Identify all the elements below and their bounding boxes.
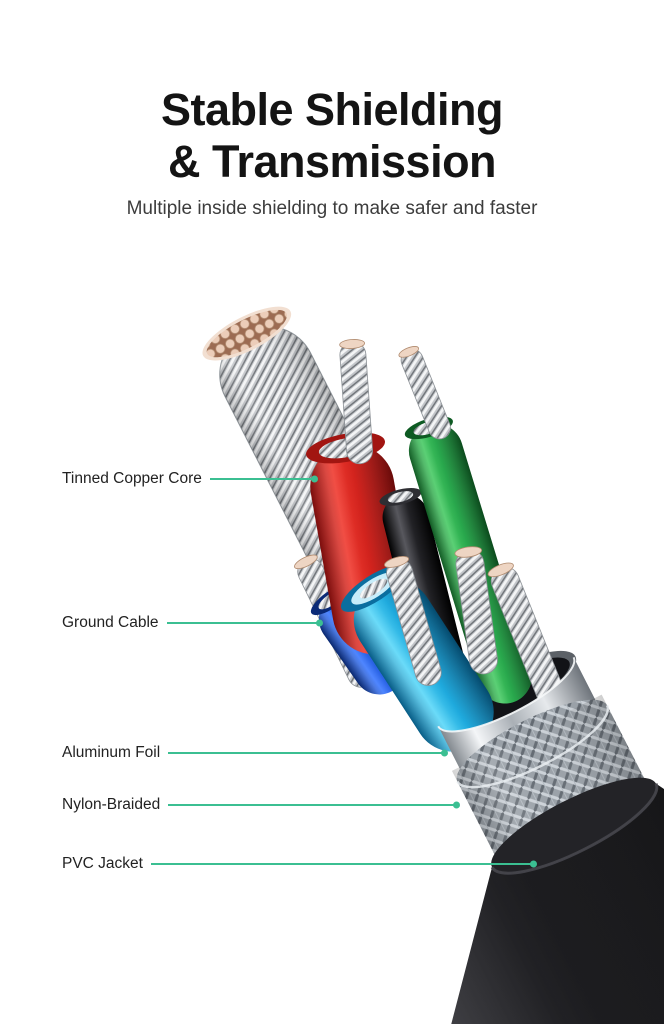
callout-ground-cable: Ground Cable [62, 614, 323, 632]
callout-label: Aluminum Foil [62, 744, 161, 761]
callout-label: Tinned Copper Core [62, 470, 202, 487]
leader-dot [529, 860, 537, 868]
leader-dot [315, 619, 323, 627]
callout-tinned-copper-core: Tinned Copper Core [62, 470, 318, 488]
title-line-1: Stable Shielding [160, 84, 504, 135]
green-core-strand [398, 346, 451, 440]
bare-strand-right [454, 546, 498, 675]
leader-dot [310, 475, 318, 483]
leader-dot [453, 801, 461, 809]
callout-nylon-braided: Nylon-Braided [62, 796, 461, 814]
callout-label: PVC Jacket [62, 855, 143, 872]
callout-label: Ground Cable [62, 614, 159, 631]
leader-line [150, 860, 537, 868]
callout-aluminum-foil: Aluminum Foil [62, 744, 449, 762]
pvc-jacket-shape [358, 777, 664, 1024]
leader-line [209, 475, 318, 483]
leader-dot [441, 749, 449, 757]
cable-sheath [358, 656, 664, 1024]
title-line-2: & Transmission [167, 136, 497, 188]
nylon-braid-shape [451, 694, 651, 867]
bare-strand-far-right [487, 562, 568, 715]
page-title: Stable Shielding & Transmission [0, 84, 664, 188]
red-core-strand [339, 339, 374, 465]
page-subtitle: Multiple inside shielding to make safer … [126, 198, 538, 219]
bare-strand-middle [384, 555, 442, 686]
leader-line [168, 801, 461, 809]
callout-label: Nylon-Braided [62, 796, 161, 813]
leader-line [166, 619, 323, 627]
callout-pvc-jacket: PVC Jacket [62, 855, 537, 873]
leader-line [168, 749, 449, 757]
